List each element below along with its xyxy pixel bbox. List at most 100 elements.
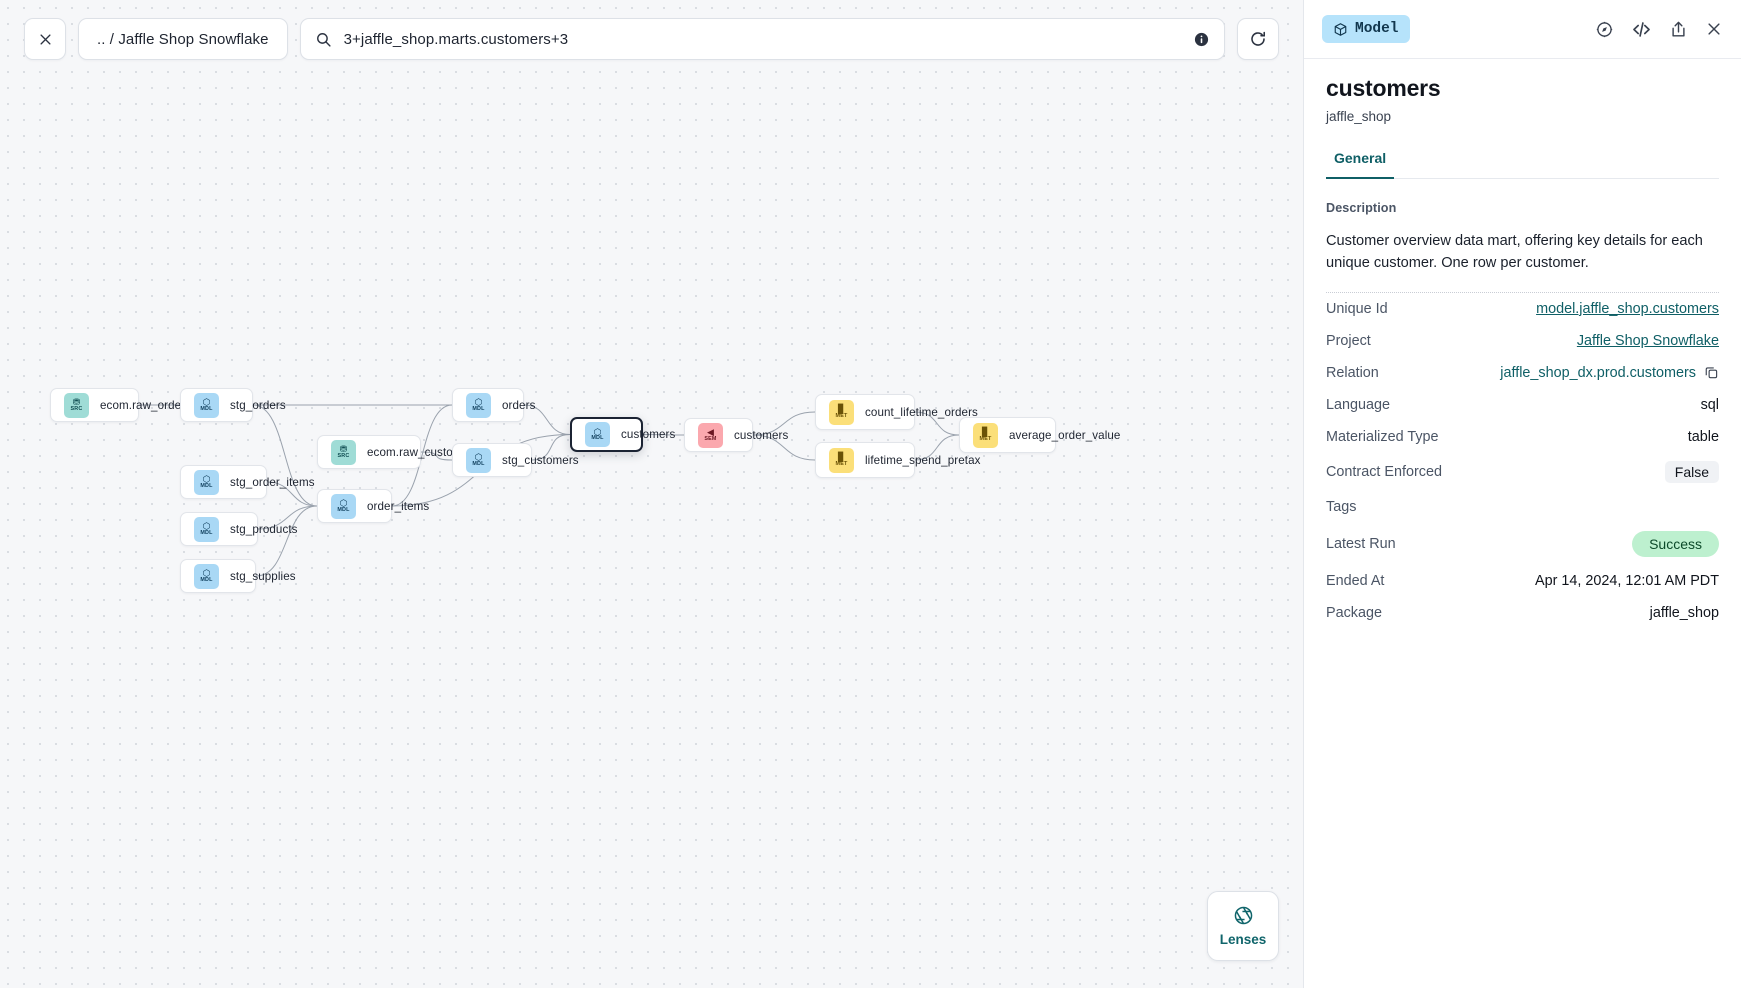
details-body: Description Customer overview data mart,… [1304, 179, 1741, 988]
page-subtitle: jaffle_shop [1326, 109, 1392, 124]
mdl-badge-icon: ⬡MDL [585, 422, 610, 447]
share-icon[interactable] [1669, 20, 1688, 39]
mdl-badge-icon: ⬡MDL [194, 469, 219, 495]
tab-general[interactable]: General [1326, 150, 1395, 179]
divider [1326, 291, 1719, 293]
detail-value-text: Apr 14, 2024, 12:01 AM PDT [1535, 572, 1719, 589]
close-panel-button[interactable] [1705, 20, 1723, 38]
lenses-button[interactable]: Lenses [1207, 891, 1279, 961]
lenses-label: Lenses [1219, 932, 1267, 947]
description-text: Customer overview data mart, offering ke… [1326, 233, 1703, 272]
graph-node-label: stg_orders [230, 398, 286, 412]
info-icon[interactable] [1193, 31, 1210, 48]
graph-node-order_items[interactable]: ⬡MDL order_items [317, 489, 429, 523]
code-icon[interactable] [1631, 19, 1652, 40]
mdl-badge-icon: ⬡MDL [194, 392, 219, 418]
graph-node-label: ecom.raw_orders [100, 398, 192, 412]
graph-node-ecom_raw_orders[interactable]: ⛃SRC ecom.raw_orders [50, 388, 191, 422]
graph-edge [255, 505, 318, 577]
graph-node-stg_orders[interactable]: ⬡MDL stg_orders [180, 388, 286, 422]
detail-row: Unique Id model.jaffle_shop.customers [1326, 293, 1719, 325]
graph-node-count_lifetime_orders[interactable]: ▊MET count_lifetime_orders [815, 394, 978, 430]
breadcrumb[interactable]: .. / Jaffle Shop Snowflake [78, 18, 288, 60]
detail-row-key: Unique Id [1326, 300, 1388, 317]
mdl-badge-icon: ⬡MDL [466, 447, 491, 473]
detail-row-key: Relation [1326, 364, 1379, 381]
mdl-badge-icon: ⬡MDL [331, 493, 356, 519]
mdl-badge-icon: ⬡MDL [194, 516, 219, 542]
detail-row-key: Tags [1326, 498, 1357, 515]
aperture-icon [1234, 906, 1252, 925]
met-badge-icon: ▊MET [829, 447, 854, 473]
graph-node-label: customers [734, 428, 789, 442]
close-icon [39, 33, 51, 45]
details-tabs: General [1326, 150, 1719, 179]
detail-value-text: jaffle_shop [1649, 604, 1719, 621]
detail-row-value: Success [1632, 530, 1719, 557]
detail-row-key: Ended At [1326, 572, 1385, 589]
sem-badge-icon: ◀SEM [698, 422, 723, 448]
detail-row-value[interactable]: jaffle_shop_dx.prod.customers [1500, 365, 1719, 381]
detail-row-key: Latest Run [1326, 535, 1396, 552]
description-label: Description [1326, 201, 1397, 215]
detail-row-value: False [1664, 460, 1719, 483]
graph-node-ecom_raw_customers[interactable]: ⛃SRC ecom.raw_customers [317, 435, 479, 469]
detail-value-text[interactable]: Jaffle Shop Snowflake [1576, 332, 1719, 349]
graph-node-customers_mdl[interactable]: ⬡MDL customers [570, 417, 675, 452]
graph-node-stg_products[interactable]: ⬡MDL stg_products [180, 512, 297, 546]
src-badge-icon: ⛃SRC [64, 392, 89, 418]
graph-node-label: count_lifetime_orders [865, 405, 978, 419]
detail-value-text: False [1664, 460, 1719, 483]
refresh-button[interactable] [1237, 18, 1279, 60]
graph-node-label: average_order_value [1009, 428, 1121, 442]
graph-node-customers_sem[interactable]: ◀SEM customers [684, 418, 788, 452]
detail-row: Tags [1326, 491, 1719, 523]
met-badge-icon: ▊MET [829, 399, 854, 425]
detail-row: Latest Run Success [1326, 523, 1719, 565]
graph-node-label: customers [621, 428, 676, 441]
graph-node-label: stg_products [230, 522, 298, 536]
detail-row-value[interactable]: model.jaffle_shop.customers [1536, 301, 1719, 317]
detail-row: Ended At Apr 14, 2024, 12:01 AM PDT [1326, 565, 1719, 597]
cube-icon [1334, 22, 1347, 36]
detail-row-value: Apr 14, 2024, 12:01 AM PDT [1535, 573, 1719, 589]
close-lineage-button[interactable] [24, 18, 66, 60]
detail-row-key: Package [1326, 604, 1383, 621]
detail-row-value: sql [1701, 397, 1719, 413]
search-input[interactable] [343, 30, 1181, 48]
search-bar[interactable] [299, 18, 1225, 60]
graph-node-label: order_items [367, 499, 430, 513]
src-badge-icon: ⛃SRC [331, 439, 356, 465]
breadcrumb-label: .. / Jaffle Shop Snowflake [97, 30, 269, 48]
lineage-canvas[interactable]: .. / Jaffle Shop Snowflake ⛃SRC ecom.raw_… [0, 0, 1303, 988]
details-panel: Model [1303, 0, 1741, 988]
detail-row-key: Materialized Type [1326, 428, 1439, 445]
copy-icon[interactable] [1704, 365, 1719, 380]
detail-row-value: jaffle_shop [1650, 605, 1719, 621]
explore-icon[interactable] [1595, 20, 1614, 39]
search-icon [316, 32, 331, 47]
graph-node-label: ecom.raw_customers [367, 445, 479, 459]
status-badge: Success [1632, 530, 1719, 557]
resource-type-chip[interactable]: Model [1322, 15, 1410, 43]
close-icon [1708, 23, 1720, 35]
detail-value-text[interactable]: model.jaffle_shop.customers [1536, 300, 1719, 317]
detail-row-value[interactable]: Jaffle Shop Snowflake [1577, 333, 1719, 349]
mdl-badge-icon: ⬡MDL [194, 563, 219, 589]
detail-value-text: sql [1700, 396, 1719, 413]
refresh-icon [1251, 31, 1266, 46]
graph-node-label: orders [502, 398, 536, 412]
detail-row-key: Project [1326, 332, 1371, 349]
